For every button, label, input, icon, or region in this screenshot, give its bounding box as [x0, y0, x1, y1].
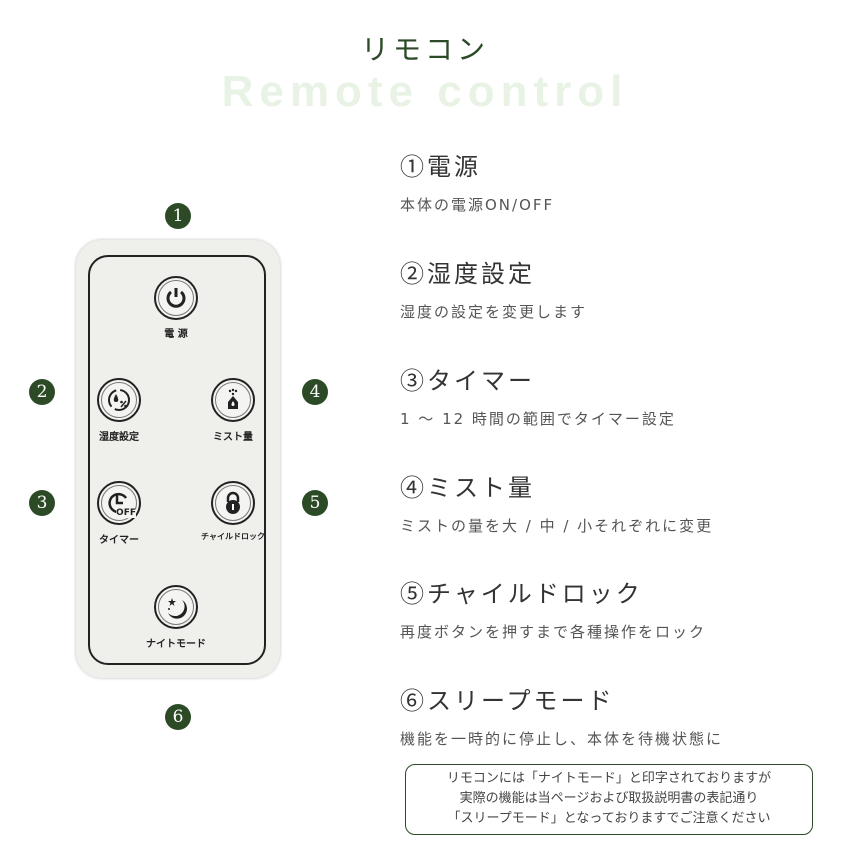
- child-lock-button: [211, 481, 255, 525]
- power-icon: [166, 288, 186, 308]
- feature-power: ①電源 本体の電源ON/OFF: [400, 147, 554, 215]
- feature-title: ①電源: [400, 153, 481, 181]
- mist-button: [211, 378, 255, 422]
- feature-desc: 湿度の設定を変更します: [400, 303, 588, 321]
- notice-line: 実際の機能は当ページおよび取扱説明書の表記通り: [459, 791, 759, 806]
- notice-line: リモコンには「ナイトモード」と印字されておりますが: [446, 771, 772, 786]
- humidity-button: [97, 378, 141, 422]
- notice-line: 「スリープモード」となっておりますでご注意ください: [447, 811, 771, 826]
- timer-button: OFF: [97, 481, 141, 525]
- power-button: [154, 276, 198, 320]
- timer-label: タイマー: [99, 535, 139, 546]
- badge-3: 3: [29, 490, 55, 516]
- feature-desc: 再度ボタンを押すまで各種操作をロック: [400, 623, 707, 641]
- background-title: Remote control: [221, 67, 629, 116]
- feature-desc: 本体の電源ON/OFF: [400, 196, 555, 214]
- night-mode-label: ナイトモード: [146, 639, 206, 650]
- feature-sleep: ⑥スリープモード 機能を一時的に停止し、本体を待機状態に: [400, 681, 723, 749]
- lock-icon: [226, 491, 240, 514]
- badge-4: 4: [302, 379, 328, 405]
- feature-title: ④ミスト量: [400, 474, 535, 502]
- humidity-label: 湿度設定: [99, 432, 139, 443]
- child-lock-label: チャイルドロック: [201, 532, 265, 541]
- remote-panel: [88, 255, 266, 665]
- feature-title: ②湿度設定: [400, 260, 535, 288]
- feature-desc: ミストの量を大 / 中 / 小それぞれに変更: [400, 517, 714, 535]
- timer-off-text: OFF: [116, 508, 136, 518]
- feature-child-lock: ⑤チャイルドロック 再度ボタンを押すまで各種操作をロック: [400, 574, 706, 642]
- badge-6: 6: [165, 704, 191, 730]
- feature-title: ⑤チャイルドロック: [400, 580, 643, 608]
- feature-desc: 機能を一時的に停止し、本体を待機状態に: [400, 730, 724, 748]
- night-mode-button: [154, 585, 198, 629]
- badge-5: 5: [302, 490, 328, 516]
- moon-icon: [168, 598, 188, 619]
- badge-1: 1: [165, 203, 191, 229]
- humidity-icon: [108, 389, 130, 411]
- badge-2: 2: [29, 379, 55, 405]
- page-title: リモコン: [360, 33, 489, 66]
- power-label: 電 源: [164, 329, 188, 340]
- notice-box: リモコンには「ナイトモード」と印字されておりますが 実際の機能は当ページおよび取…: [405, 764, 813, 835]
- feature-desc: 1 〜 12 時間の範囲でタイマー設定: [400, 410, 676, 428]
- feature-title: ③タイマー: [400, 367, 535, 395]
- mist-label: ミスト量: [213, 432, 253, 443]
- feature-title: ⑥スリープモード: [400, 687, 615, 715]
- mist-icon: [228, 388, 238, 409]
- feature-timer: ③タイマー 1 〜 12 時間の範囲でタイマー設定: [400, 361, 676, 429]
- feature-humidity: ②湿度設定 湿度の設定を変更します: [400, 254, 587, 322]
- feature-mist: ④ミスト量 ミストの量を大 / 中 / 小それぞれに変更: [400, 468, 713, 536]
